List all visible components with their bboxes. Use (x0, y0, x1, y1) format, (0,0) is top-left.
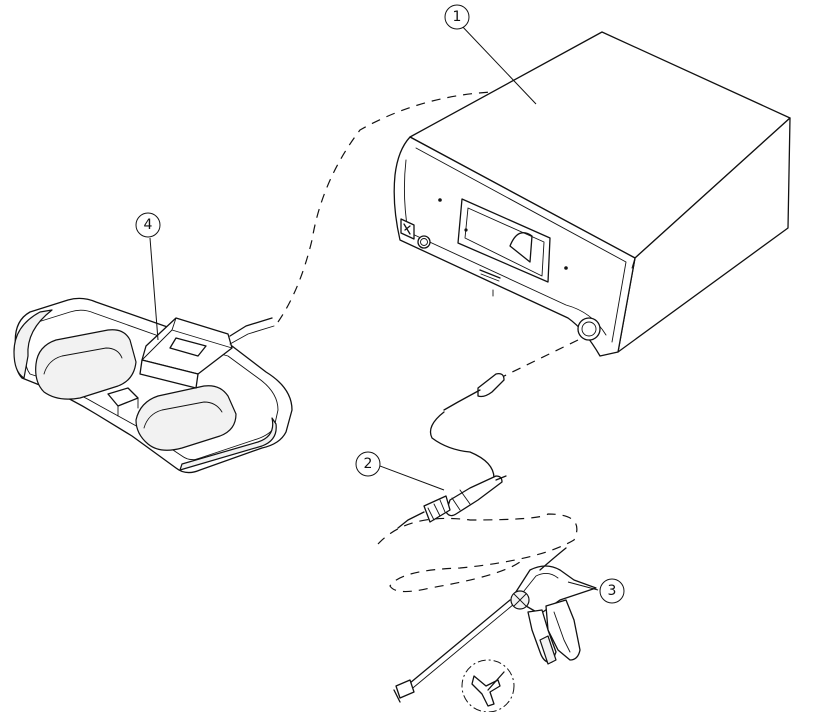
instrument-shaft (403, 599, 511, 689)
generator-unit (393, 31, 791, 357)
pedal-button-right (135, 385, 237, 451)
pedal-end-cap-left (13, 309, 53, 379)
indicator-dot (438, 198, 442, 202)
indicator-dot (564, 266, 568, 270)
callout-4: 4 (135, 212, 161, 341)
connector-cable (397, 339, 579, 529)
tip-detail-view (461, 659, 515, 712)
callout-3: 3 (567, 578, 625, 604)
instrument-tip (395, 679, 415, 699)
output-socket (577, 317, 601, 341)
instrument-body (511, 565, 597, 615)
callout-2: 2 (355, 451, 445, 491)
callout-1: 1 (444, 4, 537, 105)
callout-number: 1 (453, 9, 462, 25)
pedal-button-left (35, 329, 137, 400)
round-button (417, 235, 431, 249)
foot-pedal (13, 297, 293, 474)
handpiece-cable (377, 513, 578, 593)
callout-number: 2 (364, 456, 373, 472)
instrument-grip (545, 599, 581, 661)
generator-display-window (457, 198, 551, 283)
generator-card-slot (479, 269, 501, 279)
callout-number: 4 (144, 217, 153, 233)
handpiece-instrument (393, 547, 597, 703)
cable-plug (477, 372, 505, 398)
callout-number: 3 (608, 583, 617, 599)
cable-handle (445, 475, 503, 517)
pedal-end-cap-right (179, 417, 277, 471)
gauge-icon (509, 232, 533, 263)
